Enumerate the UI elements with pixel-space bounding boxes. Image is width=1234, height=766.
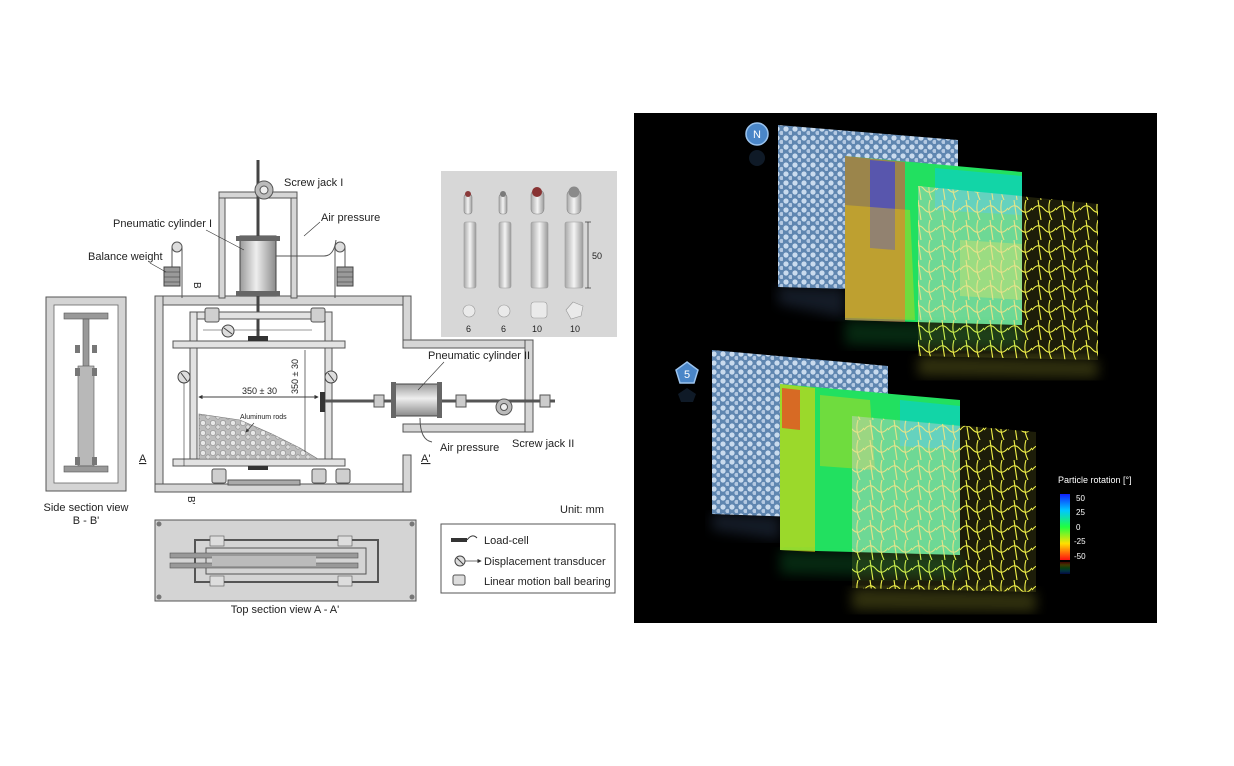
simulation-panel: N 5 Particle rotation [°] 50 25 0 -25 -5… [634, 113, 1157, 623]
displacement-transducer-left [177, 370, 191, 466]
colorbar-tick-neg50: -50 [1074, 552, 1086, 561]
top-view-caption: Top section view A - A' [231, 604, 340, 616]
balance-weight-left [163, 241, 183, 298]
rod-length-label: 50 [592, 251, 602, 261]
legend-displacement-transducer: Displacement transducer [484, 556, 606, 568]
badge-bottom: 5 [675, 361, 699, 402]
badge-bottom-label: 5 [684, 369, 690, 381]
side-view-caption-line1: Side section view [44, 502, 129, 514]
load-cell-top [248, 336, 268, 341]
rod-diameter-1: 6 [466, 324, 471, 334]
pneumatic-cylinder-2-label: Pneumatic cylinder II [428, 350, 530, 362]
pneumatic-cylinder-1 [236, 235, 337, 297]
side-section-view [45, 296, 127, 492]
rod-bodies [463, 221, 584, 289]
rod-diameter-2: 6 [501, 324, 506, 334]
rod-photo [441, 171, 617, 337]
rod-diameter-3: 10 [532, 324, 542, 334]
legend-load-cell: Load-cell [484, 535, 529, 547]
rod-diameter-4: 10 [570, 324, 580, 334]
section-b-label: B [191, 282, 202, 289]
aluminum-rods-label: Aluminum rods [240, 414, 287, 421]
colorbar-tick-0: 0 [1076, 523, 1081, 532]
air-pressure-2-label: Air pressure [440, 442, 499, 454]
loading-frame [172, 307, 351, 486]
layer-stack-top [778, 125, 1098, 378]
aluminum-rod-assembly [198, 413, 320, 460]
apparatus-diagram: Side section view B - B' [44, 160, 617, 616]
badge-top: N [745, 122, 769, 166]
displacement-transducer-right [324, 370, 338, 384]
balance-weight-label: Balance weight [88, 251, 163, 263]
pneumatic-cylinder-1-label: Pneumatic cylinder I [113, 218, 212, 230]
top-section-view [154, 519, 417, 602]
main-frame [154, 295, 534, 493]
width-dimension: 350 ± 30 [242, 386, 277, 396]
section-a-prime-label: A' [421, 453, 430, 465]
load-cell-bottom [248, 466, 268, 470]
rod-cross-sections [462, 301, 584, 320]
unit-label: Unit: mm [560, 504, 604, 516]
legend-ball-bearing: Linear motion ball bearing [484, 576, 611, 588]
screw-jack-1-label: Screw jack I [284, 177, 343, 189]
colorbar-tick-25: 25 [1076, 508, 1085, 517]
balance-weight-right [334, 241, 354, 298]
pneumatic-cylinder-2 [325, 382, 555, 443]
screw-jack-2-label: Screw jack II [512, 438, 574, 450]
height-dimension: 350 ± 30 [290, 359, 300, 394]
displacement-transducer-top [221, 324, 235, 338]
air-pressure-1-label: Air pressure [321, 212, 380, 224]
apparatus-legend [440, 523, 616, 594]
section-b-prime-label: B' [185, 496, 196, 505]
layer-stack-bottom [712, 350, 1036, 612]
load-cell-side [320, 392, 325, 412]
colorbar [1060, 494, 1070, 560]
colorbar-title: Particle rotation [°] [1058, 475, 1132, 485]
section-a-label: A [139, 453, 147, 465]
side-view-caption-line2: B - B' [73, 515, 100, 527]
colorbar-tick-neg25: -25 [1074, 537, 1086, 546]
badge-top-label: N [753, 129, 761, 141]
colorbar-tick-50: 50 [1076, 494, 1085, 503]
